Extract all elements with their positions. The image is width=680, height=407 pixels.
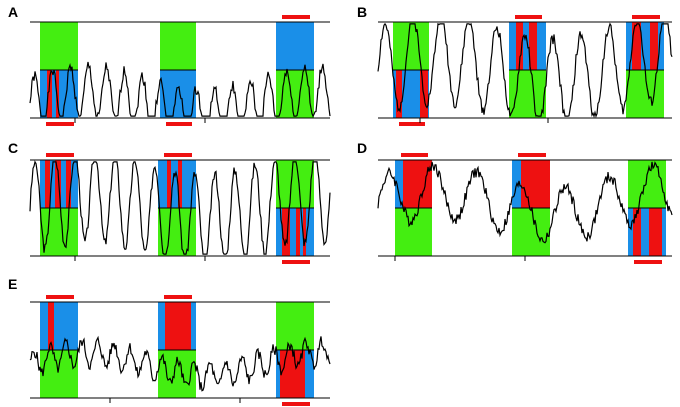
panel-c-marker-bar-1 bbox=[46, 153, 74, 157]
panel-e-box-2-stripe-1 bbox=[165, 302, 191, 350]
panel-a-box-3-lower bbox=[276, 70, 314, 118]
panel-d-box-2-lower bbox=[512, 208, 550, 256]
panel-b-box-1-stripe-1 bbox=[396, 70, 402, 118]
panel-b-box-2-stripe-2 bbox=[529, 22, 537, 70]
panel-a-box-1-stripe-1 bbox=[47, 70, 52, 118]
panel-a-box-1-upper bbox=[40, 22, 78, 70]
panel-c-box-3-stripe-1 bbox=[282, 208, 290, 256]
panel-d-marker-bar-2 bbox=[518, 153, 546, 157]
panel-c-marker-bar-3 bbox=[282, 260, 310, 264]
panel-e-box-1-stripe-1 bbox=[48, 302, 54, 350]
panel-c-box-1-stripe-1 bbox=[45, 160, 50, 208]
panel-label-a: A bbox=[8, 4, 19, 20]
panel-c-box-2-upper bbox=[158, 160, 196, 208]
panel-d-box-3-stripe-2 bbox=[649, 208, 662, 256]
panel-e-marker-bar-1 bbox=[46, 295, 74, 299]
panel-c-box-2-stripe-2 bbox=[178, 160, 182, 208]
panel-d-trace bbox=[377, 161, 673, 244]
panel-c-box-1-lower bbox=[40, 208, 78, 256]
panel-d-box-2-stripe-1 bbox=[521, 160, 550, 208]
panel-label-d: D bbox=[357, 140, 368, 156]
panel-b-marker-bar-3 bbox=[632, 15, 660, 19]
panel-b-box-2-lower bbox=[509, 70, 546, 118]
panel-b-box-3-stripe-2 bbox=[650, 22, 658, 70]
panel-c-box-3-stripe-3 bbox=[303, 208, 306, 256]
panel-a-box-2-upper bbox=[160, 22, 196, 70]
panel-e-marker-bar-2 bbox=[164, 295, 192, 299]
panel-b-marker-bar-2 bbox=[515, 15, 542, 19]
panel-a-box-2-lower bbox=[160, 70, 196, 118]
panel-c-box-2-stripe-1 bbox=[167, 160, 171, 208]
panel-d-box-1-stripe-1 bbox=[403, 160, 432, 208]
panel-e-box-1-upper bbox=[40, 302, 78, 350]
panel-a-trace bbox=[29, 61, 331, 118]
panel-b-box-2-stripe-1 bbox=[516, 22, 523, 70]
panel-a-marker-bar-2 bbox=[166, 122, 192, 126]
panel-b-marker-bar-1 bbox=[399, 122, 425, 126]
panel-d-marker-bar-1 bbox=[401, 153, 428, 157]
panel-a-marker-bar-1 bbox=[46, 122, 74, 126]
panel-c-box-1-stripe-3 bbox=[66, 160, 71, 208]
panel-c-box-3-upper bbox=[276, 160, 314, 208]
panel-d-box-3-stripe-1 bbox=[633, 208, 641, 256]
panel-a-box-1-stripe-2 bbox=[56, 70, 59, 118]
panel-d-box-1-lower bbox=[395, 208, 432, 256]
panel-d-box-3-upper bbox=[628, 160, 666, 208]
panel-c-box-1-stripe-2 bbox=[55, 160, 61, 208]
panel-a-marker-bar-3 bbox=[282, 15, 310, 19]
panel-c-box-3-stripe-2 bbox=[296, 208, 300, 256]
panel-b-box-3-lower bbox=[626, 70, 664, 118]
panel-e-marker-bar-3 bbox=[282, 402, 310, 406]
panel-e-box-3-upper bbox=[276, 302, 314, 350]
panel-b-box-3-stripe-1 bbox=[632, 22, 641, 70]
panel-label-c: C bbox=[8, 140, 19, 156]
panel-label-e: E bbox=[8, 276, 18, 292]
panel-b-trace bbox=[377, 22, 673, 119]
panel-e-box-1-lower bbox=[40, 350, 78, 398]
panel-a-box-3-upper bbox=[276, 22, 314, 70]
panel-e-trace bbox=[29, 335, 331, 392]
panel-c-trace bbox=[29, 160, 331, 255]
panel-b-box-1-upper bbox=[393, 22, 429, 70]
panel-c-marker-bar-2 bbox=[164, 153, 192, 157]
panel-label-b: B bbox=[357, 4, 368, 20]
panel-d-marker-bar-3 bbox=[634, 260, 662, 264]
